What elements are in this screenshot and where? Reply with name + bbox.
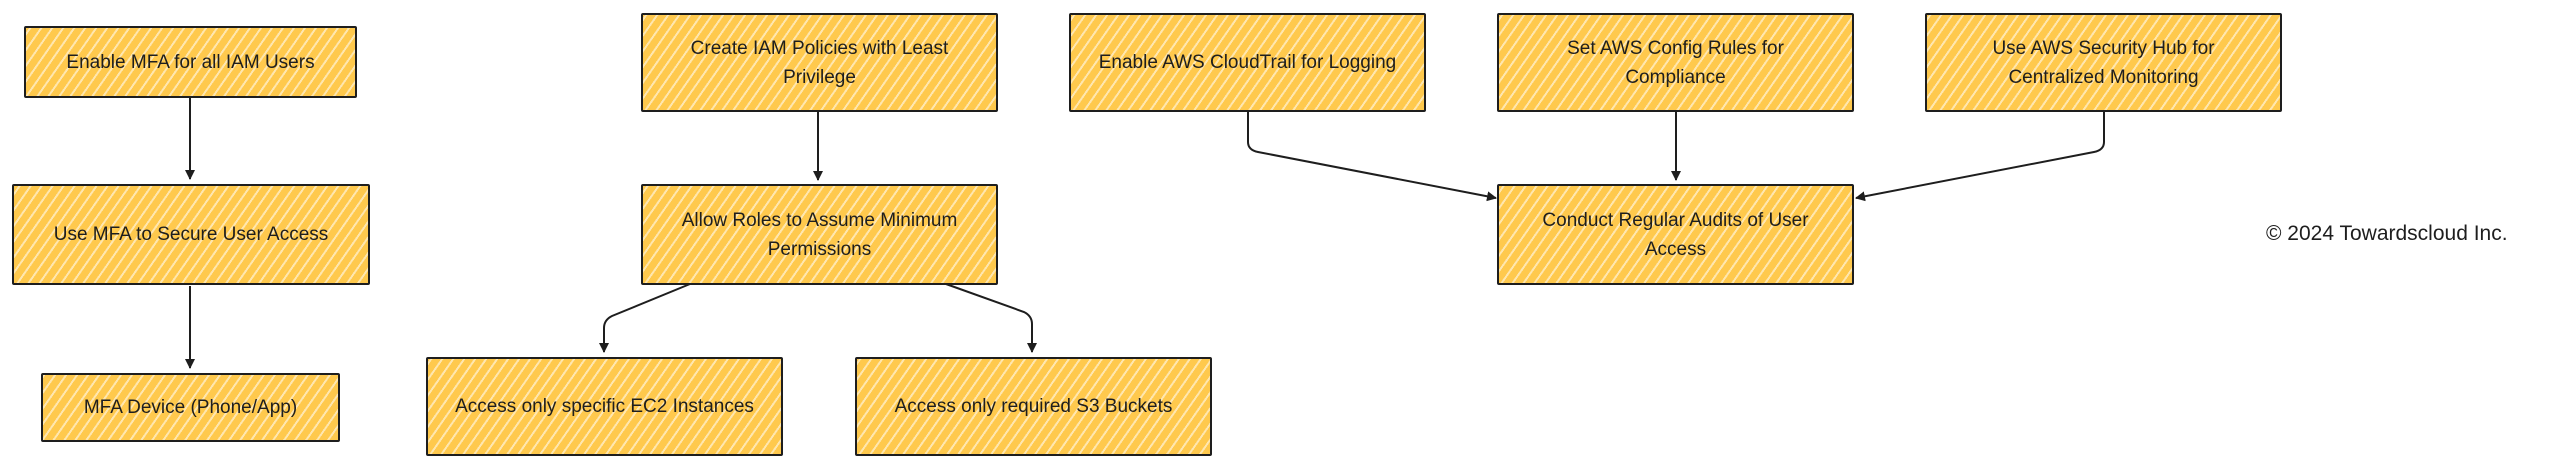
node-enable-mfa-all-users[interactable]: Enable MFA for all IAM Users: [24, 26, 357, 98]
edge-assume-roles-to-s3-access: [945, 283, 1037, 353]
node-label: Allow Roles to Assume Minimum Permission…: [681, 209, 958, 260]
node-assume-roles-min-permissions[interactable]: Allow Roles to Assume Minimum Permission…: [641, 184, 998, 285]
copyright-notice: © 2024 Towardscloud Inc.: [2266, 222, 2508, 245]
node-s3-access[interactable]: Access only required S3 Buckets: [855, 357, 1212, 456]
node-least-privilege-policies[interactable]: Create IAM Policies with Least Privilege: [641, 13, 998, 112]
node-config-rules-compliance[interactable]: Set AWS Config Rules for Compliance: [1497, 13, 1854, 112]
edge-cloudtrail-to-regular-audits: [1247, 112, 1497, 202]
node-mfa-device[interactable]: MFA Device (Phone/App): [41, 373, 340, 442]
node-ec2-access[interactable]: Access only specific EC2 Instances: [426, 357, 783, 456]
node-cloudtrail-logging[interactable]: Enable AWS CloudTrail for Logging: [1069, 13, 1426, 112]
node-label: Set AWS Config Rules for Compliance: [1567, 37, 1784, 88]
node-label: Enable MFA for all IAM Users: [66, 51, 315, 73]
node-label: Enable AWS CloudTrail for Logging: [1098, 52, 1397, 73]
node-label: Conduct Regular Audits of User Access: [1542, 209, 1809, 260]
node-use-mfa-secure-access[interactable]: Use MFA to Secure User Access: [12, 184, 370, 285]
node-label: Access only specific EC2 Instances: [455, 396, 754, 417]
node-security-hub-monitoring[interactable]: Use AWS Security Hub for Centralized Mon…: [1925, 13, 2282, 112]
node-regular-audits[interactable]: Conduct Regular Audits of User Access: [1497, 184, 1854, 285]
edge-security-hub-to-regular-audits: [1855, 112, 2105, 202]
node-label: Access only required S3 Buckets: [894, 396, 1173, 417]
node-label: Create IAM Policies with Least Privilege: [690, 37, 949, 88]
node-label: Use MFA to Secure User Access: [53, 224, 329, 245]
edge-assume-roles-to-ec2-access: [599, 283, 691, 353]
node-label: Use AWS Security Hub for Centralized Mon…: [1992, 37, 2215, 88]
node-label: MFA Device (Phone/App): [83, 397, 298, 418]
